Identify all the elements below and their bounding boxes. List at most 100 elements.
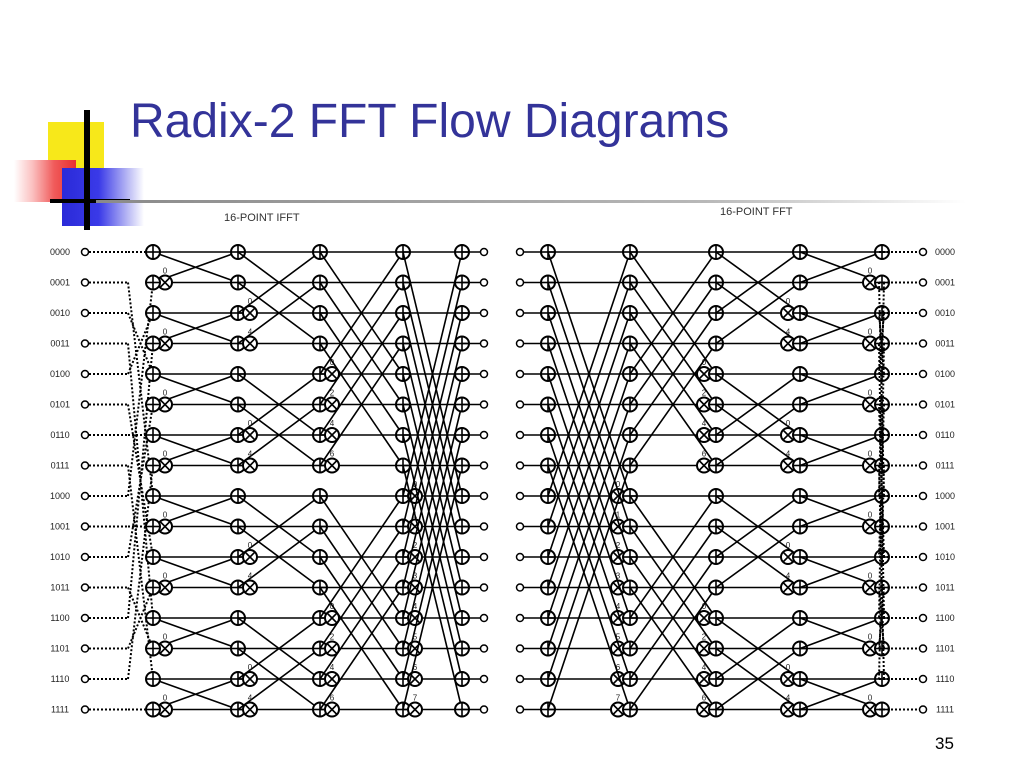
multiplier-cross-line: [782, 703, 794, 716]
flow-line: [799, 556, 883, 589]
flow-line: [547, 404, 631, 649]
multiplier-cross-line: [244, 429, 256, 441]
terminal-icon: [515, 613, 525, 623]
flow-line: [799, 373, 883, 406]
twiddle-label: 0: [163, 389, 168, 398]
twiddle-label: 4: [330, 663, 335, 672]
multiplier-cross-line: [782, 337, 794, 350]
multiplier-cross-line: [244, 551, 256, 563]
multiplier-cross-line: [864, 276, 876, 289]
flow-line: [715, 647, 801, 711]
terminal-icon: [80, 247, 90, 257]
terminal-icon: [479, 613, 489, 623]
terminal-icon: [515, 369, 525, 379]
multiplier-cross-line: [326, 703, 338, 716]
multiplier-cross-line: [326, 612, 338, 624]
multiplier-cross-line: [698, 459, 710, 472]
multiplier-cross-line: [864, 703, 876, 716]
twiddle-label: 0: [786, 541, 791, 550]
terminal-icon: [479, 705, 489, 714]
terminal-icon: [479, 491, 489, 501]
terminal-icon: [80, 491, 90, 501]
twiddle-label: 0: [616, 480, 621, 489]
left-input-label: 0101: [50, 400, 70, 410]
fft-flow-diagram: 0000000100100011010001010110011110001001…: [50, 244, 955, 718]
terminal-icon: [515, 674, 525, 684]
slide-title: Radix-2 FFT Flow Diagrams: [130, 95, 730, 148]
flow-line: [319, 343, 404, 466]
multiplier-cross-line: [698, 703, 710, 716]
twiddle-label: 6: [702, 694, 707, 703]
terminal-icon: [918, 278, 928, 287]
flow-line: [402, 404, 463, 649]
left-input-label: 0001: [50, 278, 70, 288]
twiddle-label: 2: [702, 633, 707, 642]
multiplier-cross-line: [698, 398, 710, 411]
left-input-label: 1100: [50, 613, 69, 623]
twiddle-label: 0: [248, 541, 253, 550]
twiddle-label: 0: [248, 419, 253, 428]
flow-line: [237, 525, 321, 589]
multiplier-cross-line: [409, 673, 421, 685]
twiddle-label: 0: [868, 633, 873, 642]
terminal-icon: [80, 705, 90, 714]
terminal-icon: [479, 522, 489, 531]
twiddle-label: 0: [868, 694, 873, 703]
left-input-label: 1010: [50, 552, 70, 562]
twiddle-label: 6: [616, 663, 621, 672]
multiplier-cross-line: [326, 398, 338, 411]
twiddle-label: 0: [163, 267, 168, 276]
multiplier-cross-line: [244, 581, 256, 594]
multiplier-cross-line: [782, 459, 794, 472]
terminal-icon: [80, 461, 90, 470]
twiddle-label: 0: [248, 297, 253, 306]
left-input-label: 1001: [50, 522, 70, 532]
flow-line: [715, 403, 801, 467]
terminal-icon: [479, 308, 489, 318]
multiplier-cross-line: [244, 459, 256, 472]
flow-line: [799, 251, 883, 284]
twiddle-label: 6: [702, 450, 707, 459]
terminal-icon: [918, 247, 928, 257]
terminal-icon: [515, 461, 525, 470]
twiddle-label: 0: [868, 450, 873, 459]
multiplier-cross-line: [698, 612, 710, 624]
flow-line: [402, 465, 463, 710]
multiplier-cross-line: [612, 703, 624, 716]
multiplier-cross-line: [864, 337, 876, 350]
right-output-label: 1110: [936, 674, 955, 684]
multiplier-cross-line: [782, 581, 794, 594]
left-input-label: 0100: [50, 369, 70, 379]
twiddle-label: 5: [616, 633, 621, 642]
multiplier-cross-line: [864, 581, 876, 594]
multiplier-cross-line: [159, 398, 171, 411]
twiddle-label: 2: [330, 389, 335, 398]
multiplier-cross-line: [612, 551, 624, 563]
right-output-label: 0100: [935, 369, 955, 379]
flow-line: [799, 495, 883, 528]
multiplier-cross-line: [864, 642, 876, 655]
multiplier-cross-line: [782, 307, 794, 319]
terminal-icon: [515, 522, 525, 531]
left-input-label: 0011: [50, 339, 69, 349]
twiddle-label: 0: [163, 328, 168, 337]
terminal-icon: [515, 400, 525, 409]
twiddle-label: 5: [413, 633, 418, 642]
terminal-icon: [479, 583, 489, 592]
twiddle-label: 4: [786, 572, 791, 581]
twiddle-label: 4: [248, 450, 253, 459]
multiplier-cross-line: [159, 642, 171, 655]
twiddle-label: 6: [330, 450, 335, 459]
twiddle-label: 2: [616, 541, 621, 550]
multiplier-cross-line: [244, 337, 256, 350]
twiddle-label: 0: [868, 328, 873, 337]
terminal-icon: [479, 674, 489, 684]
multiplier-cross-line: [326, 429, 338, 441]
multiplier-cross-line: [782, 673, 794, 685]
right-output-label: 0000: [935, 247, 955, 257]
terminal-icon: [515, 583, 525, 592]
twiddle-label: 4: [248, 328, 253, 337]
flow-line: [547, 434, 631, 680]
flow-line: [319, 587, 404, 710]
multiplier-cross-line: [612, 673, 624, 685]
